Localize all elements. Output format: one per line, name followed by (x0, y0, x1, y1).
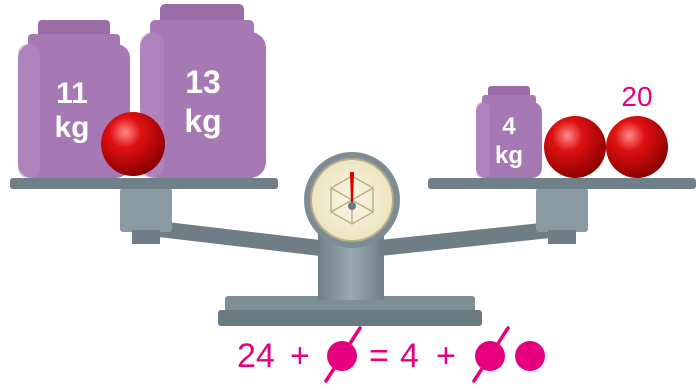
equation-plus-left: + (290, 337, 310, 375)
weight-11kg-unit: kg (54, 111, 89, 144)
equation: 24 + = 4 + (237, 326, 545, 383)
equation-right-number: 4 (400, 337, 419, 375)
right-pan-support (536, 188, 588, 244)
left-pan-support (120, 188, 172, 244)
ball-icon (515, 341, 545, 371)
scale-dial-icon (304, 152, 400, 248)
scale-base (218, 296, 482, 326)
scale-beam (150, 220, 550, 256)
weight-4kg-unit: kg (495, 142, 523, 169)
weight-13kg-number: 13 (185, 64, 221, 100)
crossed-out-ball-icon (472, 326, 510, 383)
weight-11kg-number: 11 (56, 77, 88, 110)
red-ball-icon (606, 116, 668, 178)
equation-left-number: 24 (237, 337, 275, 375)
red-ball-icon (544, 116, 606, 178)
weight-4kg: 4 kg (476, 86, 542, 178)
left-pan (10, 178, 278, 189)
equation-equals: = (369, 337, 389, 375)
red-ball-icon (101, 112, 165, 176)
equation-plus-right: + (436, 337, 456, 375)
weight-4kg-number: 4 (502, 113, 516, 140)
right-pan (428, 178, 696, 189)
crossed-out-ball-icon (324, 326, 362, 383)
right-annotation-number: 20 (621, 81, 652, 112)
weight-13kg: 13 kg (140, 4, 266, 178)
weight-13kg-unit: kg (184, 103, 221, 139)
